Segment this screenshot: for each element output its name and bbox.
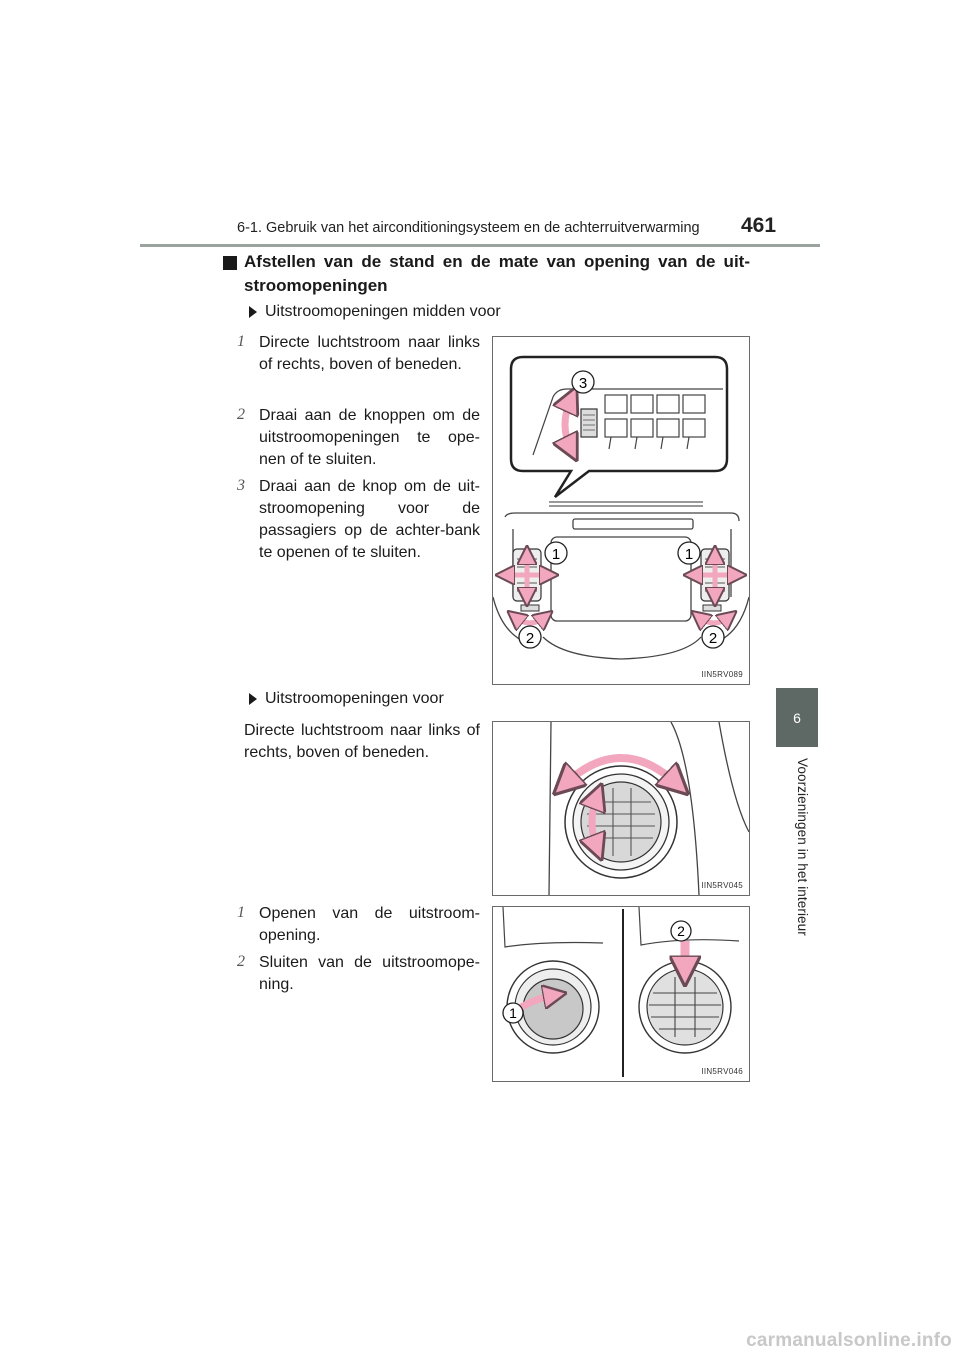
chapter-title: Voorzieningen in het interieur [795,758,810,936]
open-close-illustration: 2 1 [502,906,740,1077]
page-number: 461 [741,214,777,237]
item-number: 3 [237,477,245,494]
callout-label-1: 1 [509,1005,517,1021]
section-title: Afstellen van de stand en de mate van op… [244,252,750,295]
item-text: Draai aan de knop om de uit-stroomopenin… [259,478,480,561]
subheading-text: Uitstroomopeningen voor [265,690,444,707]
item-text: Directe luchtstroom naar links of rechts… [259,334,480,373]
item-number: 1 [237,904,245,921]
watermark-text: carmanualsonline.info [746,1330,952,1351]
subheading-text: Uitstroomopeningen midden voor [265,303,501,320]
callout-label-3: 3 [579,375,587,392]
figure-center-vents: 3 1 1 2 2 [492,336,750,685]
figure-open-close: 2 1 IIN5RV046 [492,906,750,1082]
chapter-tab: 6 [776,688,818,747]
item-text: Openen van de uitstroom-opening. [259,905,480,944]
callout-label-2: 2 [677,923,685,939]
front-vents-text: Directe luchtstroom naar links of rechts… [244,722,480,761]
figure-front-vent: IIN5RV045 [492,721,750,896]
running-header: 6-1. Gebruik van het airconditioningsyst… [237,220,700,236]
figure-code: IIN5RV089 [701,670,743,679]
callout-label-2-right: 2 [709,630,717,647]
callout-label-1-right: 1 [685,546,693,563]
figure-code: IIN5RV046 [701,1067,743,1076]
callout-label-2-left: 2 [526,630,534,647]
item-text: Draai aan de knoppen om de uitstroomopen… [259,407,480,468]
front-vent-illustration [548,721,750,896]
item-text: Sluiten van de uitstroomope-ning. [259,954,480,993]
item-number: 1 [237,333,245,350]
callout-label-1-left: 1 [552,546,560,563]
subheading-center-vents: Uitstroomopeningen midden voor [249,303,501,321]
subheading-front-vents: Uitstroomopeningen voor [249,690,444,708]
center-vents-illustration: 3 1 1 2 2 [492,355,750,660]
triangle-bullet-icon [249,693,257,705]
section-bullet-icon [223,256,237,270]
chapter-number: 6 [793,709,801,726]
figure-code: IIN5RV045 [701,881,743,890]
item-number: 2 [237,406,245,423]
triangle-bullet-icon [249,306,257,318]
item-number: 2 [237,953,245,970]
header-rule [140,244,820,247]
